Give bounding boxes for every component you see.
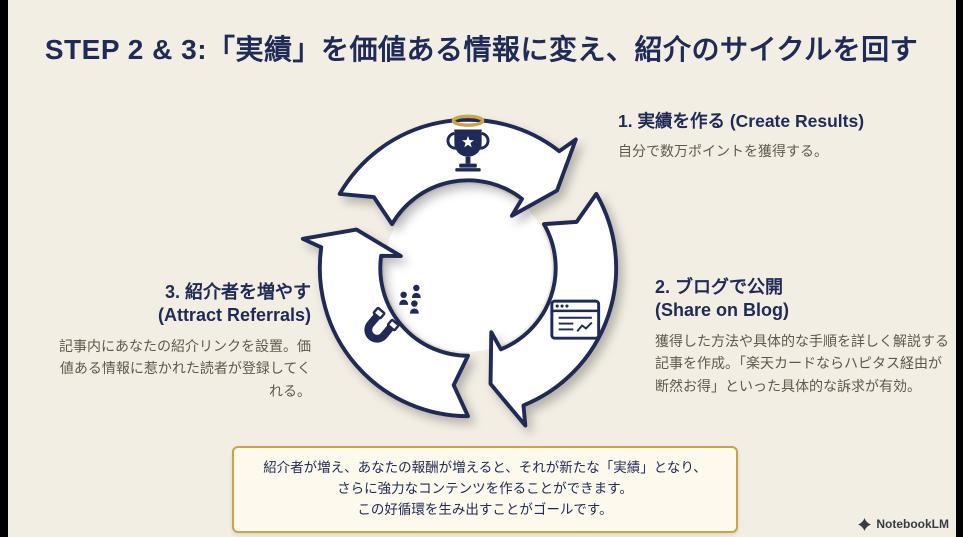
step-1-description: 自分で数万ポイントを獲得する。 xyxy=(618,142,828,159)
people-group xyxy=(399,284,421,314)
trophy-base-lower xyxy=(455,168,481,172)
person-icon xyxy=(411,284,421,299)
notebooklm-brand-text: NotebookLM xyxy=(876,517,949,531)
blog-window-icon xyxy=(550,299,601,340)
callout-line-2: さらに強力なコンテンツを作ることができます。 xyxy=(337,480,633,496)
cycle-diagram xyxy=(273,73,663,463)
step-2-title-en: (Share on Blog) xyxy=(655,300,789,321)
magnet-body xyxy=(364,312,395,343)
step-3-title: 3. 紹介者を増やす xyxy=(164,282,311,302)
person-icon xyxy=(399,291,409,305)
step-2-title: 2. ブログで公開 xyxy=(655,277,784,297)
magnet-people-icon xyxy=(364,284,421,343)
browser-dot xyxy=(565,304,569,308)
step-1-title: 1. 実績を作る (Create Results) xyxy=(618,111,865,131)
trophy-handle-left xyxy=(446,132,457,150)
cycle-diagram-svg xyxy=(300,114,619,428)
trophy-star xyxy=(461,135,475,148)
notebooklm-watermark: NotebookLM xyxy=(858,517,949,531)
step-3-description: 記事内にあなたの紹介リンクを設置。価値ある情報に惹かれた読者が登録してくれる。 xyxy=(59,337,311,399)
step-3-title-en: (Attract Referrals) xyxy=(157,305,311,326)
left-black-bar xyxy=(0,0,8,537)
magnet-icon xyxy=(364,306,400,343)
callout-box: 紹介者が増え、あなたの報酬が増えると、それが新たな「実績」となり、 さらに強力な… xyxy=(232,446,738,533)
step-2-description: 獲得した方法や具体的な手順を詳しく解説する記事を作成。「楽天カードならハピタス経… xyxy=(655,332,949,394)
person-icon xyxy=(409,300,419,314)
trophy-halo xyxy=(451,114,485,127)
magnet-tip xyxy=(386,318,400,332)
arrow-segment-left xyxy=(300,227,470,419)
trophy-icon xyxy=(446,114,490,172)
browser-dot xyxy=(555,304,559,308)
step-1-block: 1. 実績を作る (Create Results) 自分で数万ポイントを獲得する… xyxy=(618,110,938,162)
cycle-inner-circle xyxy=(384,184,552,352)
step-3-block: 3. 紹介者を増やす (Attract Referrals) 記事内にあなたの紹… xyxy=(55,281,311,402)
callout-line-1: 紹介者が増え、あなたの報酬が増えると、それが新たな「実績」となり、 xyxy=(263,460,707,475)
trophy-base xyxy=(459,163,477,168)
browser-dot xyxy=(560,304,564,308)
notebooklm-logo-icon xyxy=(858,517,872,531)
callout-line-3: この好循環を生み出すことがゴールです。 xyxy=(357,501,613,517)
right-black-bar xyxy=(956,0,963,537)
trophy-stem xyxy=(465,156,471,164)
arrow-segment-top xyxy=(337,117,578,227)
browser-frame xyxy=(550,299,601,340)
trophy-handle-right xyxy=(479,132,490,150)
step-2-block: 2. ブログで公開 (Share on Blog) 獲得した方法や具体的な手順を… xyxy=(655,276,953,397)
magnet-tip xyxy=(372,306,386,320)
mini-chart-line xyxy=(576,321,593,332)
page-title: STEP 2 & 3:「実績」を価値ある情報に変え、紹介のサイクルを回す xyxy=(44,34,919,65)
